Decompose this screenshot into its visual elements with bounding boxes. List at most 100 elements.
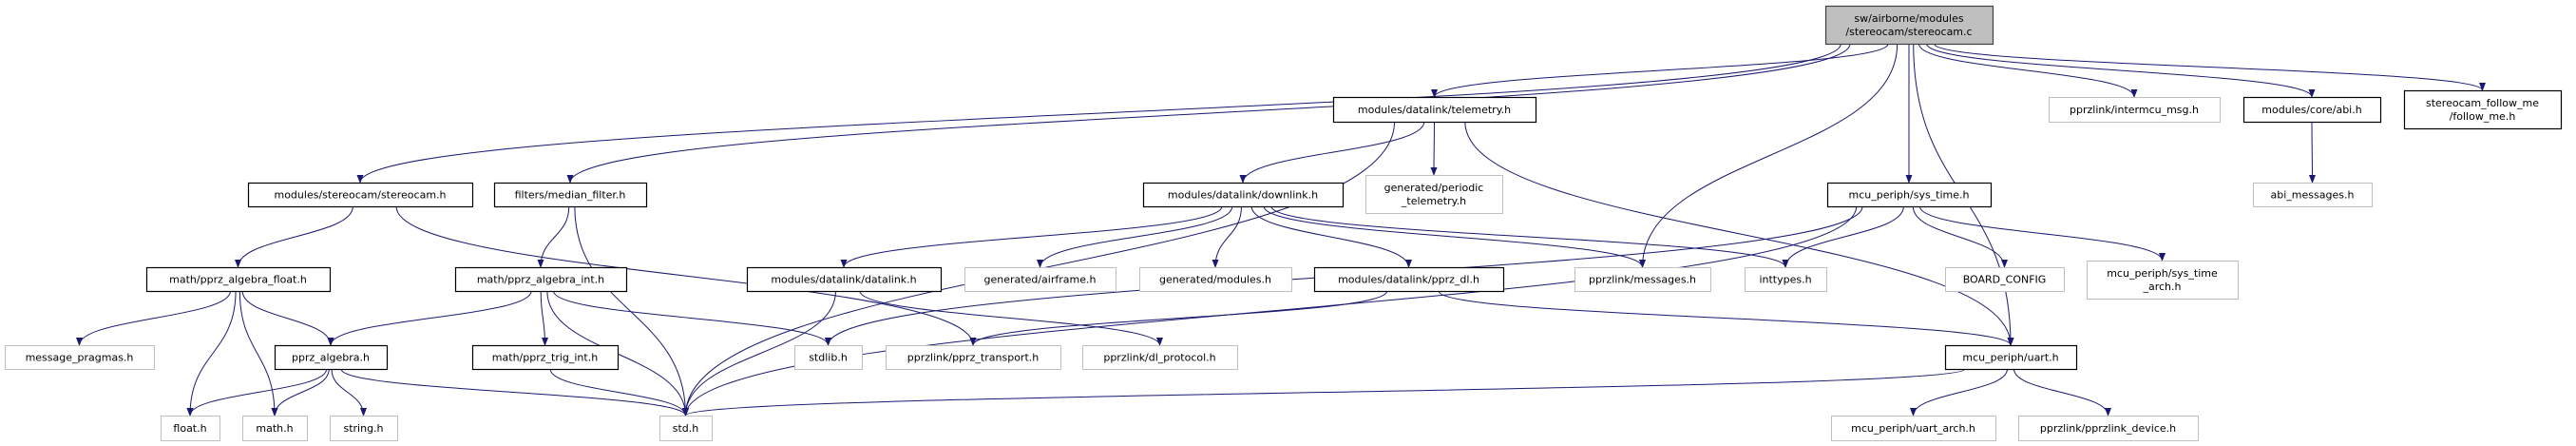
- node-label: /follow_me.h: [2450, 110, 2516, 123]
- node-label: _telemetry.h: [1401, 195, 1466, 207]
- node-label: math/pprz_trig_int.h: [492, 352, 598, 364]
- edge-downlink-to-inttypes: [1270, 205, 1789, 268]
- edge-datalink-to-std_h: [682, 290, 837, 417]
- edge-datalink-to-dl_protocol: [859, 290, 1163, 346]
- node-modules: generated/modules.h: [1139, 267, 1292, 292]
- node-downlink[interactable]: modules/datalink/downlink.h: [1142, 182, 1345, 208]
- node-label: inttypes.h: [1759, 274, 1811, 286]
- node-label: message_pragmas.h: [26, 352, 134, 364]
- edge-downlink-to-airframe: [1037, 205, 1233, 268]
- node-label: pprzlink/messages.h: [1589, 274, 1696, 286]
- edge-median_filter-to-std_h: [574, 205, 689, 417]
- node-box: [1332, 96, 1537, 124]
- node-box: [2403, 89, 2563, 130]
- node-label: stdlib.h: [809, 352, 848, 364]
- node-box: [1824, 5, 1994, 46]
- node-abi[interactable]: modules/core/abi.h: [2242, 96, 2382, 124]
- edge-stereocam_h-to-algebra_float: [235, 205, 353, 268]
- node-label: modules/core/abi.h: [2261, 104, 2361, 116]
- node-median-filter[interactable]: filters/median_filter.h: [493, 182, 648, 208]
- edge-telemetry-to-downlink: [1239, 121, 1425, 184]
- node-box: [471, 344, 620, 371]
- node-algebra-int[interactable]: math/pprz_algebra_int.h: [454, 266, 628, 293]
- node-datalink[interactable]: modules/datalink/datalink.h: [746, 266, 943, 293]
- edge-pprz_algebra-to-string_h: [331, 368, 367, 417]
- node-label: sw/airborne/modules: [1854, 12, 1963, 25]
- node-inttypes: inttypes.h: [1745, 267, 1827, 292]
- node-label: mcu_periph/uart_arch.h: [1851, 422, 1975, 435]
- nodes: sw/airborne/modules/stereocam/stereocam.…: [5, 5, 2563, 441]
- node-root[interactable]: sw/airborne/modules/stereocam/stereocam.…: [1824, 5, 1994, 46]
- node-intermcu: pprzlink/intermcu_msg.h: [2049, 97, 2221, 123]
- edge-algebra_int-to-stdlib: [553, 290, 831, 346]
- node-airframe: generated/airframe.h: [964, 267, 1116, 292]
- node-box: [1745, 267, 1827, 292]
- edge-pprz_dl-to-pprz_transport: [969, 290, 1388, 346]
- node-uart[interactable]: mcu_periph/uart.h: [1944, 344, 2078, 371]
- edge-sys_time-to-sys_time_arch: [1918, 205, 2166, 262]
- node-box: [746, 266, 943, 293]
- edge-algebra_float-to-math_h: [239, 290, 278, 417]
- node-float-h: float.h: [161, 416, 220, 441]
- node-label: modules/datalink/downlink.h: [1168, 189, 1318, 202]
- edge-root-to-abi: [1926, 43, 2316, 98]
- edge-sys_time-to-inttypes: [1782, 205, 1904, 268]
- node-box: [454, 266, 628, 293]
- node-uart-arch: mcu_periph/uart_arch.h: [1831, 416, 1996, 441]
- edge-pprz_dl-to-uart: [1438, 290, 2014, 346]
- node-box: [1826, 182, 1993, 208]
- node-box: [1082, 345, 1238, 370]
- node-label: modules/datalink/datalink.h: [771, 274, 916, 286]
- node-box: [2253, 183, 2373, 207]
- node-box: [2049, 97, 2221, 123]
- node-label: std.h: [673, 422, 699, 435]
- edge-algebra_float-to-float_h: [186, 290, 237, 417]
- edge-root-to-median_filter: [566, 43, 1851, 184]
- node-pprz-algebra[interactable]: pprz_algebra.h: [274, 344, 389, 371]
- edge-uart-to-uart_arch: [1910, 368, 2008, 417]
- node-box: [1313, 266, 1505, 293]
- node-box: [1945, 267, 2065, 292]
- node-label: _arch.h: [2142, 281, 2181, 293]
- node-sys-time[interactable]: mcu_periph/sys_time.h: [1826, 182, 1993, 208]
- node-box: [2242, 96, 2382, 124]
- node-pprzlink-device: pprzlink/pprzlink_device.h: [2018, 416, 2199, 441]
- node-label: pprzlink/dl_protocol.h: [1103, 352, 1215, 364]
- node-std-h: std.h: [659, 416, 713, 441]
- node-box: [274, 344, 389, 371]
- node-label: modules/stereocam/stereocam.h: [274, 189, 446, 202]
- node-label: float.h: [173, 422, 206, 435]
- node-label: mcu_periph/uart.h: [1962, 352, 2058, 364]
- edge-algebra_int-to-trig_int: [540, 290, 548, 346]
- node-label: mcu_periph/sys_time.h: [1848, 189, 1969, 202]
- node-trig-int[interactable]: math/pprz_trig_int.h: [471, 344, 620, 371]
- edge-root-to-telemetry: [1431, 43, 1889, 98]
- edge-root-to-follow_me: [1934, 43, 2486, 91]
- node-dl-protocol: pprzlink/dl_protocol.h: [1082, 345, 1238, 370]
- node-label: pprz_algebra.h: [292, 352, 370, 364]
- node-label: string.h: [343, 422, 383, 435]
- node-follow-me[interactable]: stereocam_follow_me/follow_me.h: [2403, 89, 2563, 130]
- node-box: [1139, 267, 1292, 292]
- node-box: [794, 345, 863, 370]
- node-telemetry[interactable]: modules/datalink/telemetry.h: [1332, 96, 1537, 124]
- node-box: [2018, 416, 2199, 441]
- node-pprz-dl[interactable]: modules/datalink/pprz_dl.h: [1313, 266, 1505, 293]
- edge-sys_time-to-board_config: [1912, 205, 2008, 268]
- node-box: [1365, 175, 1503, 214]
- edge-sys_time-to-std_h: [682, 205, 1858, 417]
- node-box: [1574, 267, 1711, 292]
- node-box: [145, 266, 332, 293]
- edge-downlink-to-modules: [1212, 205, 1242, 268]
- edges: [76, 43, 2486, 417]
- node-stereocam-h[interactable]: modules/stereocam/stereocam.h: [247, 182, 474, 208]
- node-math-h: math.h: [242, 416, 308, 441]
- edge-downlink-to-pprz_dl: [1250, 205, 1412, 268]
- node-algebra-float[interactable]: math/pprz_algebra_float.h: [145, 266, 332, 293]
- edge-root-to-messages: [1639, 43, 1899, 268]
- node-board-config: BOARD_CONFIG: [1945, 267, 2065, 292]
- node-box: [247, 182, 474, 208]
- edge-telemetry-to-uart: [1464, 121, 2014, 346]
- node-label: stereocam_follow_me: [2426, 97, 2539, 109]
